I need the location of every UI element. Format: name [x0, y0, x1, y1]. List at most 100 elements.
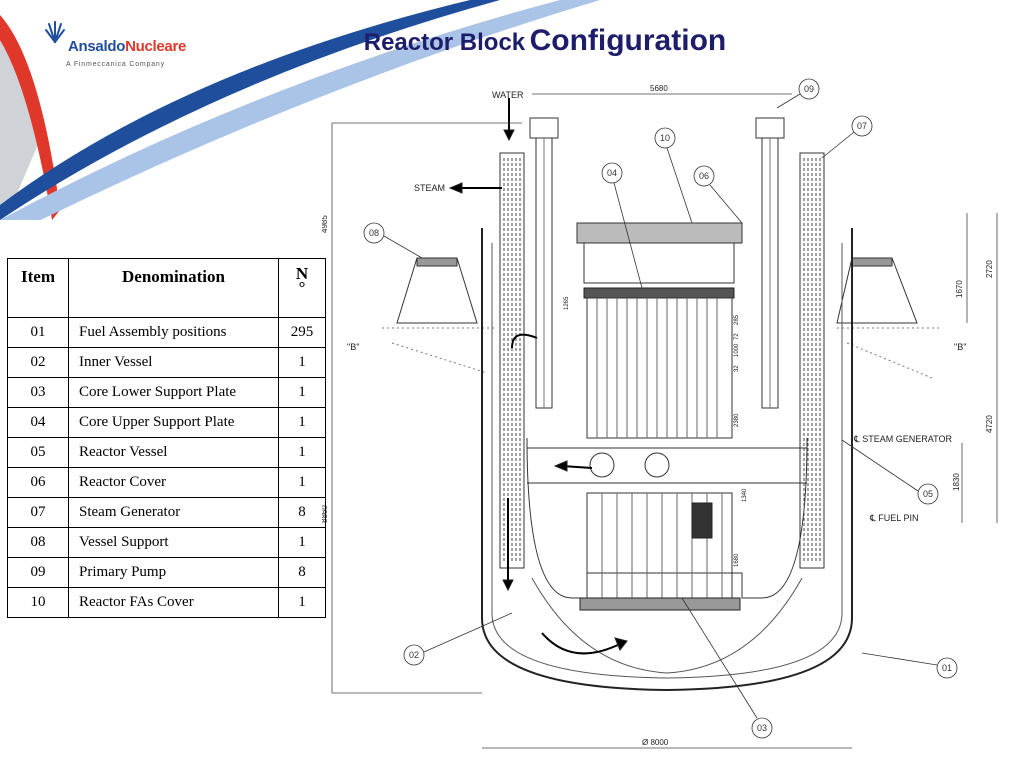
header-number-degree: °: [298, 278, 306, 297]
cell-number: 1: [278, 437, 326, 468]
cell-denomination: Vessel Support: [68, 527, 279, 558]
cell-item: 01: [7, 317, 69, 348]
callout-07: 07: [821, 115, 873, 159]
callout-05: 05: [841, 439, 939, 505]
cell-denomination: Primary Pump: [68, 557, 279, 588]
flow-arrow-plenum-head: [553, 460, 568, 472]
svg-text:05: 05: [923, 489, 933, 499]
cell-denomination: Reactor Cover: [68, 467, 279, 498]
svg-text:08: 08: [369, 228, 379, 238]
svg-text:10: 10: [660, 133, 670, 143]
cell-number: 8: [278, 557, 326, 588]
steam-generator-left: [499, 152, 525, 569]
flow-arrow-water-head: [503, 129, 515, 142]
cell-item: 05: [7, 437, 69, 468]
support-pad-left: [416, 257, 458, 267]
lower-core-region: [586, 492, 733, 604]
dim-2720: 2720: [985, 260, 994, 278]
dim-8000: Ø 8000: [642, 738, 669, 747]
callout-09: 09: [776, 78, 820, 109]
cell-number: 1: [278, 407, 326, 438]
flow-arrow-steam-head: [448, 182, 463, 194]
cell-number: 1: [278, 527, 326, 558]
callouts: 01 02 03 04 05 06 07 08 09 10: [363, 78, 958, 739]
red-swoosh: [0, 15, 60, 220]
flow-arrow-curve-bottom-head: [614, 637, 628, 651]
cell-item: 10: [7, 587, 69, 618]
dim-8860: 8860: [322, 505, 329, 523]
reactor-drawing: WATER STEAM ℄ STEAM GENERATOR ℄ FUEL PIN…: [322, 78, 998, 749]
flow-arrow-down-left-head: [502, 579, 514, 592]
title-part1: Reactor Block: [363, 29, 526, 56]
cell-denomination: Inner Vessel: [68, 347, 279, 378]
header-denomination: Denomination: [68, 258, 279, 318]
cell-item: 04: [7, 407, 69, 438]
logo-subtitle: A Finmeccanica Company: [66, 61, 165, 68]
dim-72: 72: [734, 333, 740, 340]
primary-pump-right: [755, 117, 785, 409]
flow-arrow-curve-top: [511, 333, 538, 349]
header-swoosh: [0, 0, 600, 220]
cell-denomination: Steam Generator: [68, 497, 279, 528]
inner-vessel-bottom: [531, 577, 803, 674]
cell-number: 1: [278, 467, 326, 498]
title-part2: Configuration: [529, 24, 727, 57]
dim-1265: 1265: [564, 296, 570, 310]
cell-denomination: Reactor FAs Cover: [68, 587, 279, 618]
svg-text:03: 03: [757, 723, 767, 733]
dim-4985: 4985: [322, 215, 329, 233]
label-steam-generator: ℄ STEAM GENERATOR: [853, 434, 952, 444]
svg-text:02: 02: [409, 650, 419, 660]
cell-item: 02: [7, 347, 69, 378]
cell-denomination: Core Upper Support Plate: [68, 407, 279, 438]
svg-text:07: 07: [857, 121, 867, 131]
header-item: Item: [7, 258, 69, 318]
core-region: [586, 297, 733, 439]
cell-denomination: Core Lower Support Plate: [68, 377, 279, 408]
svg-text:09: 09: [804, 84, 814, 94]
cell-number: 8: [278, 497, 326, 528]
label-steam: STEAM: [414, 183, 445, 193]
cell-item: 07: [7, 497, 69, 528]
cell-item: 06: [7, 467, 69, 498]
dim-1000: 1000: [734, 343, 740, 357]
header-number-n: N: [295, 264, 309, 283]
callout-04: 04: [601, 162, 643, 289]
cell-denomination: Fuel Assembly positions: [68, 317, 279, 348]
reactor-cover: [576, 222, 743, 244]
logo-wordmark-part2: Nucleare: [125, 38, 187, 55]
logo-burst-icon: [45, 21, 65, 43]
reactor-vessel-inner-wall: [491, 243, 843, 679]
header-number: N°: [278, 258, 326, 318]
logo-wordmark-part1: Ansaldo: [68, 38, 126, 55]
page-title: Reactor Block Configuration: [300, 24, 790, 58]
dim-4720: 4720: [985, 415, 994, 433]
lower-plenum-duct: [527, 447, 807, 484]
svg-text:04: 04: [607, 168, 617, 178]
callout-08: 08: [363, 222, 423, 259]
label-section-b-right: "B": [954, 342, 966, 352]
support-pad-right: [851, 257, 893, 267]
flow-arrow-curve-bottom: [541, 632, 623, 655]
reactor-vessel: [481, 228, 853, 692]
dim-1680: 1680: [734, 553, 740, 567]
cell-item: 09: [7, 557, 69, 588]
cell-number: 1: [278, 587, 326, 618]
cover-upper-structure: [583, 242, 735, 284]
logo-wordmark: AnsaldoNucleare: [68, 38, 186, 55]
vessel-support-right: [836, 257, 918, 324]
fuel-pin-bundle: [691, 502, 713, 539]
dim-1830: 1830: [952, 473, 961, 491]
vessel-support-left: [396, 257, 478, 324]
core-lower-support-plate: [579, 597, 741, 611]
label-section-b-left: "B": [347, 342, 359, 352]
plenum-opening-right: [644, 452, 670, 478]
dimension-lines: [331, 93, 998, 749]
